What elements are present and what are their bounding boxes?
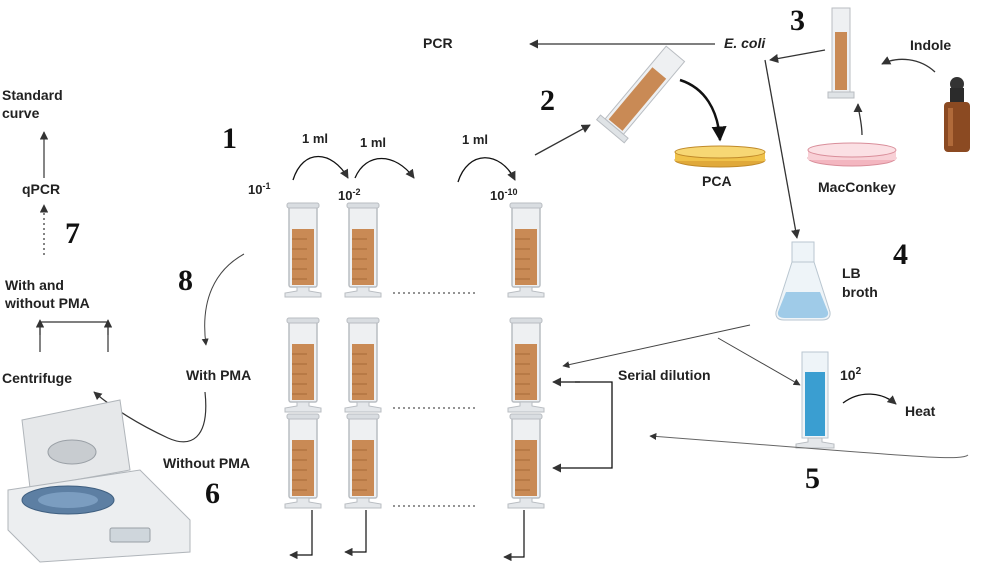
step-6-number: 6 [205,477,220,510]
step-3-number: 3 [790,4,805,37]
pma-tube-1 [284,317,322,413]
centrifuge-machine [7,399,191,563]
macconkey-label: MacConkey [818,179,896,195]
step-4-number: 4 [893,238,908,271]
step-5-number: 5 [805,462,820,495]
ml-label-2: 1 ml [360,135,386,150]
cylinder-to-ecoli-arrow [769,49,826,64]
pour-arrow [679,78,727,142]
centrifuge-label: Centrifuge [2,370,72,386]
nopma-tube-1 [284,413,322,509]
dilution-tube-10 [507,202,545,298]
pca-plate [674,145,766,168]
qpcr-label: qPCR [22,181,60,197]
dilution-label-2: 10-2 [338,187,360,203]
pma-tube-2 [344,317,382,413]
heat-arrow [842,393,897,405]
dilution-tube-1 [284,202,322,298]
to-with-pma-arrow [201,253,245,346]
pma-tube-10 [507,317,545,413]
step-2-number: 2 [540,84,555,117]
drain-arrow-3 [503,510,525,562]
without-pma-label: Without PMA [163,455,250,471]
lb-to-heat-tube-arrow [717,337,801,386]
ecoli-to-lb-arrow [764,59,801,239]
heat-label: Heat [905,403,936,419]
drain-arrow-1 [289,510,313,560]
lb-to-serial-arrow [562,324,751,369]
step-7-number: 7 [65,217,80,250]
macconkey-plate [807,142,897,167]
step-8-number: 8 [178,264,193,297]
with-without-line1: With and [5,277,64,293]
pcr-label: PCR [423,35,453,51]
tilted-cylinder [595,45,686,144]
lb-label-line2: broth [842,284,878,300]
nopma-tube-10 [507,413,545,509]
mac-to-cylinder-arrow [853,103,863,136]
heat-return-arrow [649,432,969,459]
ml-label-1: 1 ml [302,131,328,146]
ml-label-3: 1 ml [462,132,488,147]
ecoli-label: E. coli [724,35,766,51]
indole-bottle [944,77,970,152]
heated-tube [795,351,835,449]
with-without-bracket [39,321,109,352]
lb-flask [775,241,831,321]
drain-arrow-2 [344,510,367,557]
standard-curve-line1: Standard [2,87,63,103]
lb-label-line1: LB [842,265,861,281]
serial-bracket-down [552,381,613,473]
dilution-label-1: 10-1 [248,181,270,197]
with-pma-label: With PMA [186,367,251,383]
with-without-line2: without PMA [4,295,90,311]
transfer-arrow-2 [354,157,415,179]
transfer-arrow-3 [457,157,516,183]
step-1-number: 1 [222,122,237,155]
transfer-arrow-1 [292,155,349,181]
nopma-tube-2 [344,413,382,509]
serial-dilution-label: Serial dilution [618,367,711,383]
indole-cylinder [827,7,855,99]
pca-label: PCA [702,173,732,189]
conc-label: 102 [840,366,862,383]
to-tilted-cylinder-arrow [534,124,591,156]
standard-curve-line2: curve [2,105,40,121]
indole-arrow [881,56,936,73]
indole-label: Indole [910,37,951,53]
dilution-label-3: 10-10 [490,187,517,203]
dilution-tube-2 [344,202,382,298]
